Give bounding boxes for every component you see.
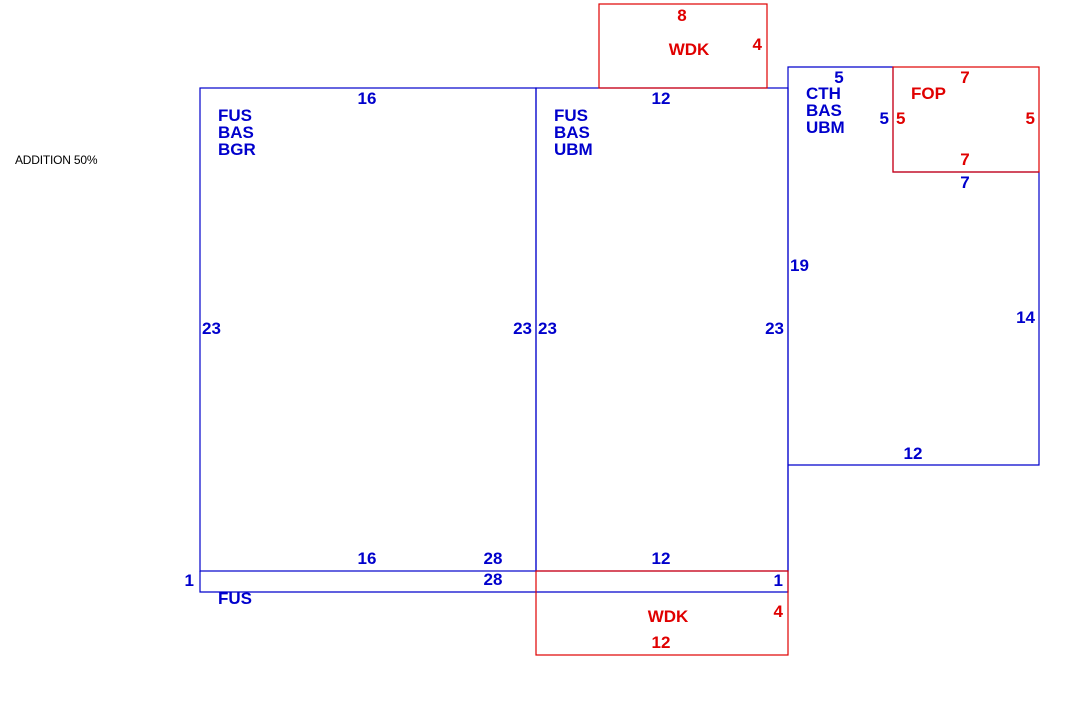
right-main-right-dim: 14 (1016, 308, 1035, 327)
wdk-bottom-bottom-dim: 12 (652, 633, 671, 652)
wdk-top-code: WDK (669, 40, 710, 59)
center-main-area (535, 87, 789, 572)
wdk-bottom-top-side-dim: 1 (774, 571, 783, 590)
center-main-top-dim: 12 (652, 89, 671, 108)
right-main-code-2: BAS (806, 101, 842, 120)
left-main-left-dim: 23 (202, 319, 221, 338)
fop-code: FOP (911, 84, 946, 103)
strip-code: FUS (218, 589, 252, 608)
fop-bottom-dim: 7 (960, 150, 969, 169)
wdk-bottom-area (535, 570, 789, 656)
center-main-code-1: FUS (554, 106, 588, 125)
left-main-top-dim: 16 (358, 89, 377, 108)
right-main-left-dim: 19 (790, 256, 809, 275)
center-main-code-3: UBM (554, 140, 593, 159)
wdk-top-area (598, 3, 768, 89)
fop-top-dim: 7 (960, 68, 969, 87)
fop-right-dim: 5 (1026, 109, 1035, 128)
left-main-area (199, 87, 537, 572)
right-main-notch-dim: 5 (880, 109, 889, 128)
right-main-code-3: UBM (806, 118, 845, 137)
right-main-bottom-dim: 12 (904, 444, 923, 463)
fop-left-dim: 5 (896, 109, 905, 128)
strip-bottom-dim: 28 (484, 570, 503, 589)
wdk-top-top-dim: 8 (677, 6, 686, 25)
left-main-code-2: BAS (218, 123, 254, 142)
left-main-code-3: BGR (218, 140, 256, 159)
left-main-bottom-dim: 16 (358, 549, 377, 568)
strip-left-dim: 1 (185, 571, 194, 590)
left-main-code-1: FUS (218, 106, 252, 125)
wdk-bottom-side-dim: 4 (774, 602, 784, 621)
right-main-inner-top-dim: 7 (960, 173, 969, 192)
left-main-right-dim: 23 (513, 319, 532, 338)
center-main-right-dim: 23 (765, 319, 784, 338)
fop-area (892, 66, 1040, 173)
center-main-bottom-dim: 12 (652, 549, 671, 568)
wdk-top-side-dim: 4 (753, 35, 763, 54)
strip-top-dim: 28 (484, 549, 503, 568)
sketch-caption: ADDITION 50% (15, 153, 98, 167)
right-main-top-dim: 5 (834, 68, 843, 87)
center-main-left-dim: 23 (538, 319, 557, 338)
wdk-bottom-code: WDK (648, 607, 689, 626)
right-main-area (787, 66, 1040, 571)
right-main-code-1: CTH (806, 84, 841, 103)
center-main-code-2: BAS (554, 123, 590, 142)
secondary-outlines (535, 3, 1040, 656)
main-outlines (199, 66, 1040, 593)
